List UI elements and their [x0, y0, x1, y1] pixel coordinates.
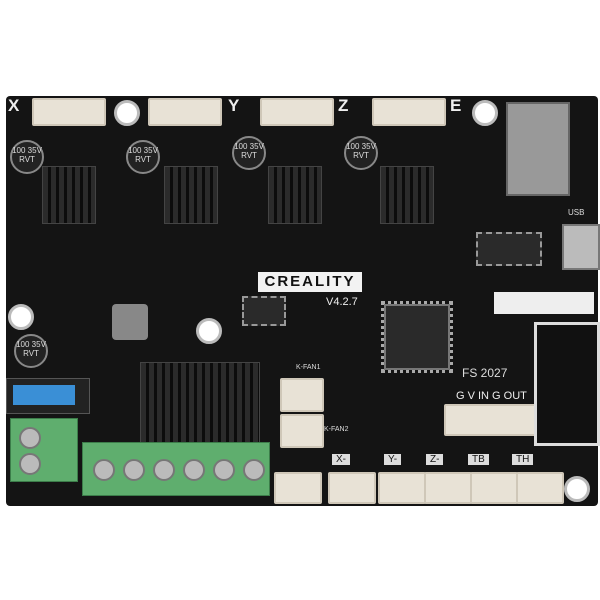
- chip-u10: [242, 296, 286, 326]
- motor-connector-x: [32, 98, 106, 126]
- axis-label-z: Z: [338, 96, 349, 115]
- connector-j1: [274, 472, 322, 504]
- mount-hole: [8, 304, 34, 330]
- endstop-label-y: Y-: [384, 454, 402, 465]
- capacitor: 100 35V RVT: [344, 136, 378, 170]
- mount-hole: [196, 318, 222, 344]
- endstop-label-x: X-: [332, 454, 350, 465]
- capacitor: 100 35V RVT: [10, 140, 44, 174]
- mount-hole: [564, 476, 590, 502]
- power-terminal[interactable]: [10, 418, 78, 482]
- mount-hole: [472, 100, 498, 126]
- sd-card-slot[interactable]: [506, 102, 570, 196]
- motor-connector-z: [260, 98, 334, 126]
- fan-connector-2: [280, 414, 324, 448]
- axis-label-y: Y: [228, 96, 240, 115]
- driver-heatsink: [164, 166, 218, 224]
- endstop-connector-x: [328, 472, 376, 504]
- endstop-label-z: Z-: [426, 454, 444, 465]
- fuse-holder: [6, 378, 90, 414]
- bl-header-label: G V IN G OUT: [456, 390, 527, 402]
- thermistor-connector-hotend: [516, 472, 564, 504]
- capacitor: 100 35V RVT: [232, 136, 266, 170]
- endstop-connector-y: [378, 472, 426, 504]
- fan-label: K-FAN1: [296, 364, 321, 371]
- lcd-header: [534, 322, 600, 446]
- bl-touch-connector: [444, 404, 538, 436]
- brand-logo: CREALITY: [258, 272, 362, 292]
- usb-label: USB: [568, 208, 585, 217]
- inductor: [112, 304, 148, 340]
- motor-connector-y: [148, 98, 222, 126]
- axis-label-x: X: [8, 96, 20, 115]
- fs-code-label: FS 2027: [462, 366, 508, 380]
- thermistor-label-bed: TB: [468, 454, 489, 465]
- fuse: [13, 385, 75, 405]
- mount-hole: [114, 100, 140, 126]
- output-terminal[interactable]: [82, 442, 270, 496]
- fan-connector-1: [280, 378, 324, 412]
- capacitor: 100 35V RVT: [126, 140, 160, 174]
- mosfet-heatsink: [140, 362, 260, 444]
- driver-heatsink: [380, 166, 434, 224]
- endstop-connector-z: [424, 472, 472, 504]
- axis-label-e: E: [450, 96, 462, 115]
- motor-connector-e: [372, 98, 446, 126]
- thermistor-label-hotend: TH: [512, 454, 534, 465]
- usb-chip: [476, 232, 542, 266]
- programming-header: [494, 292, 594, 314]
- driver-heatsink: [42, 166, 96, 224]
- fan-label: K-FAN2: [324, 426, 349, 433]
- driver-heatsink: [268, 166, 322, 224]
- pcb-board: X Y Z E 100 35V RVT 100 35V RVT 100 35V …: [6, 96, 600, 506]
- thermistor-connector-bed: [470, 472, 518, 504]
- version-label: V4.2.7: [326, 296, 358, 308]
- usb-port[interactable]: [562, 224, 600, 270]
- mcu-chip: [381, 301, 453, 373]
- capacitor: 100 35V RVT: [14, 334, 48, 368]
